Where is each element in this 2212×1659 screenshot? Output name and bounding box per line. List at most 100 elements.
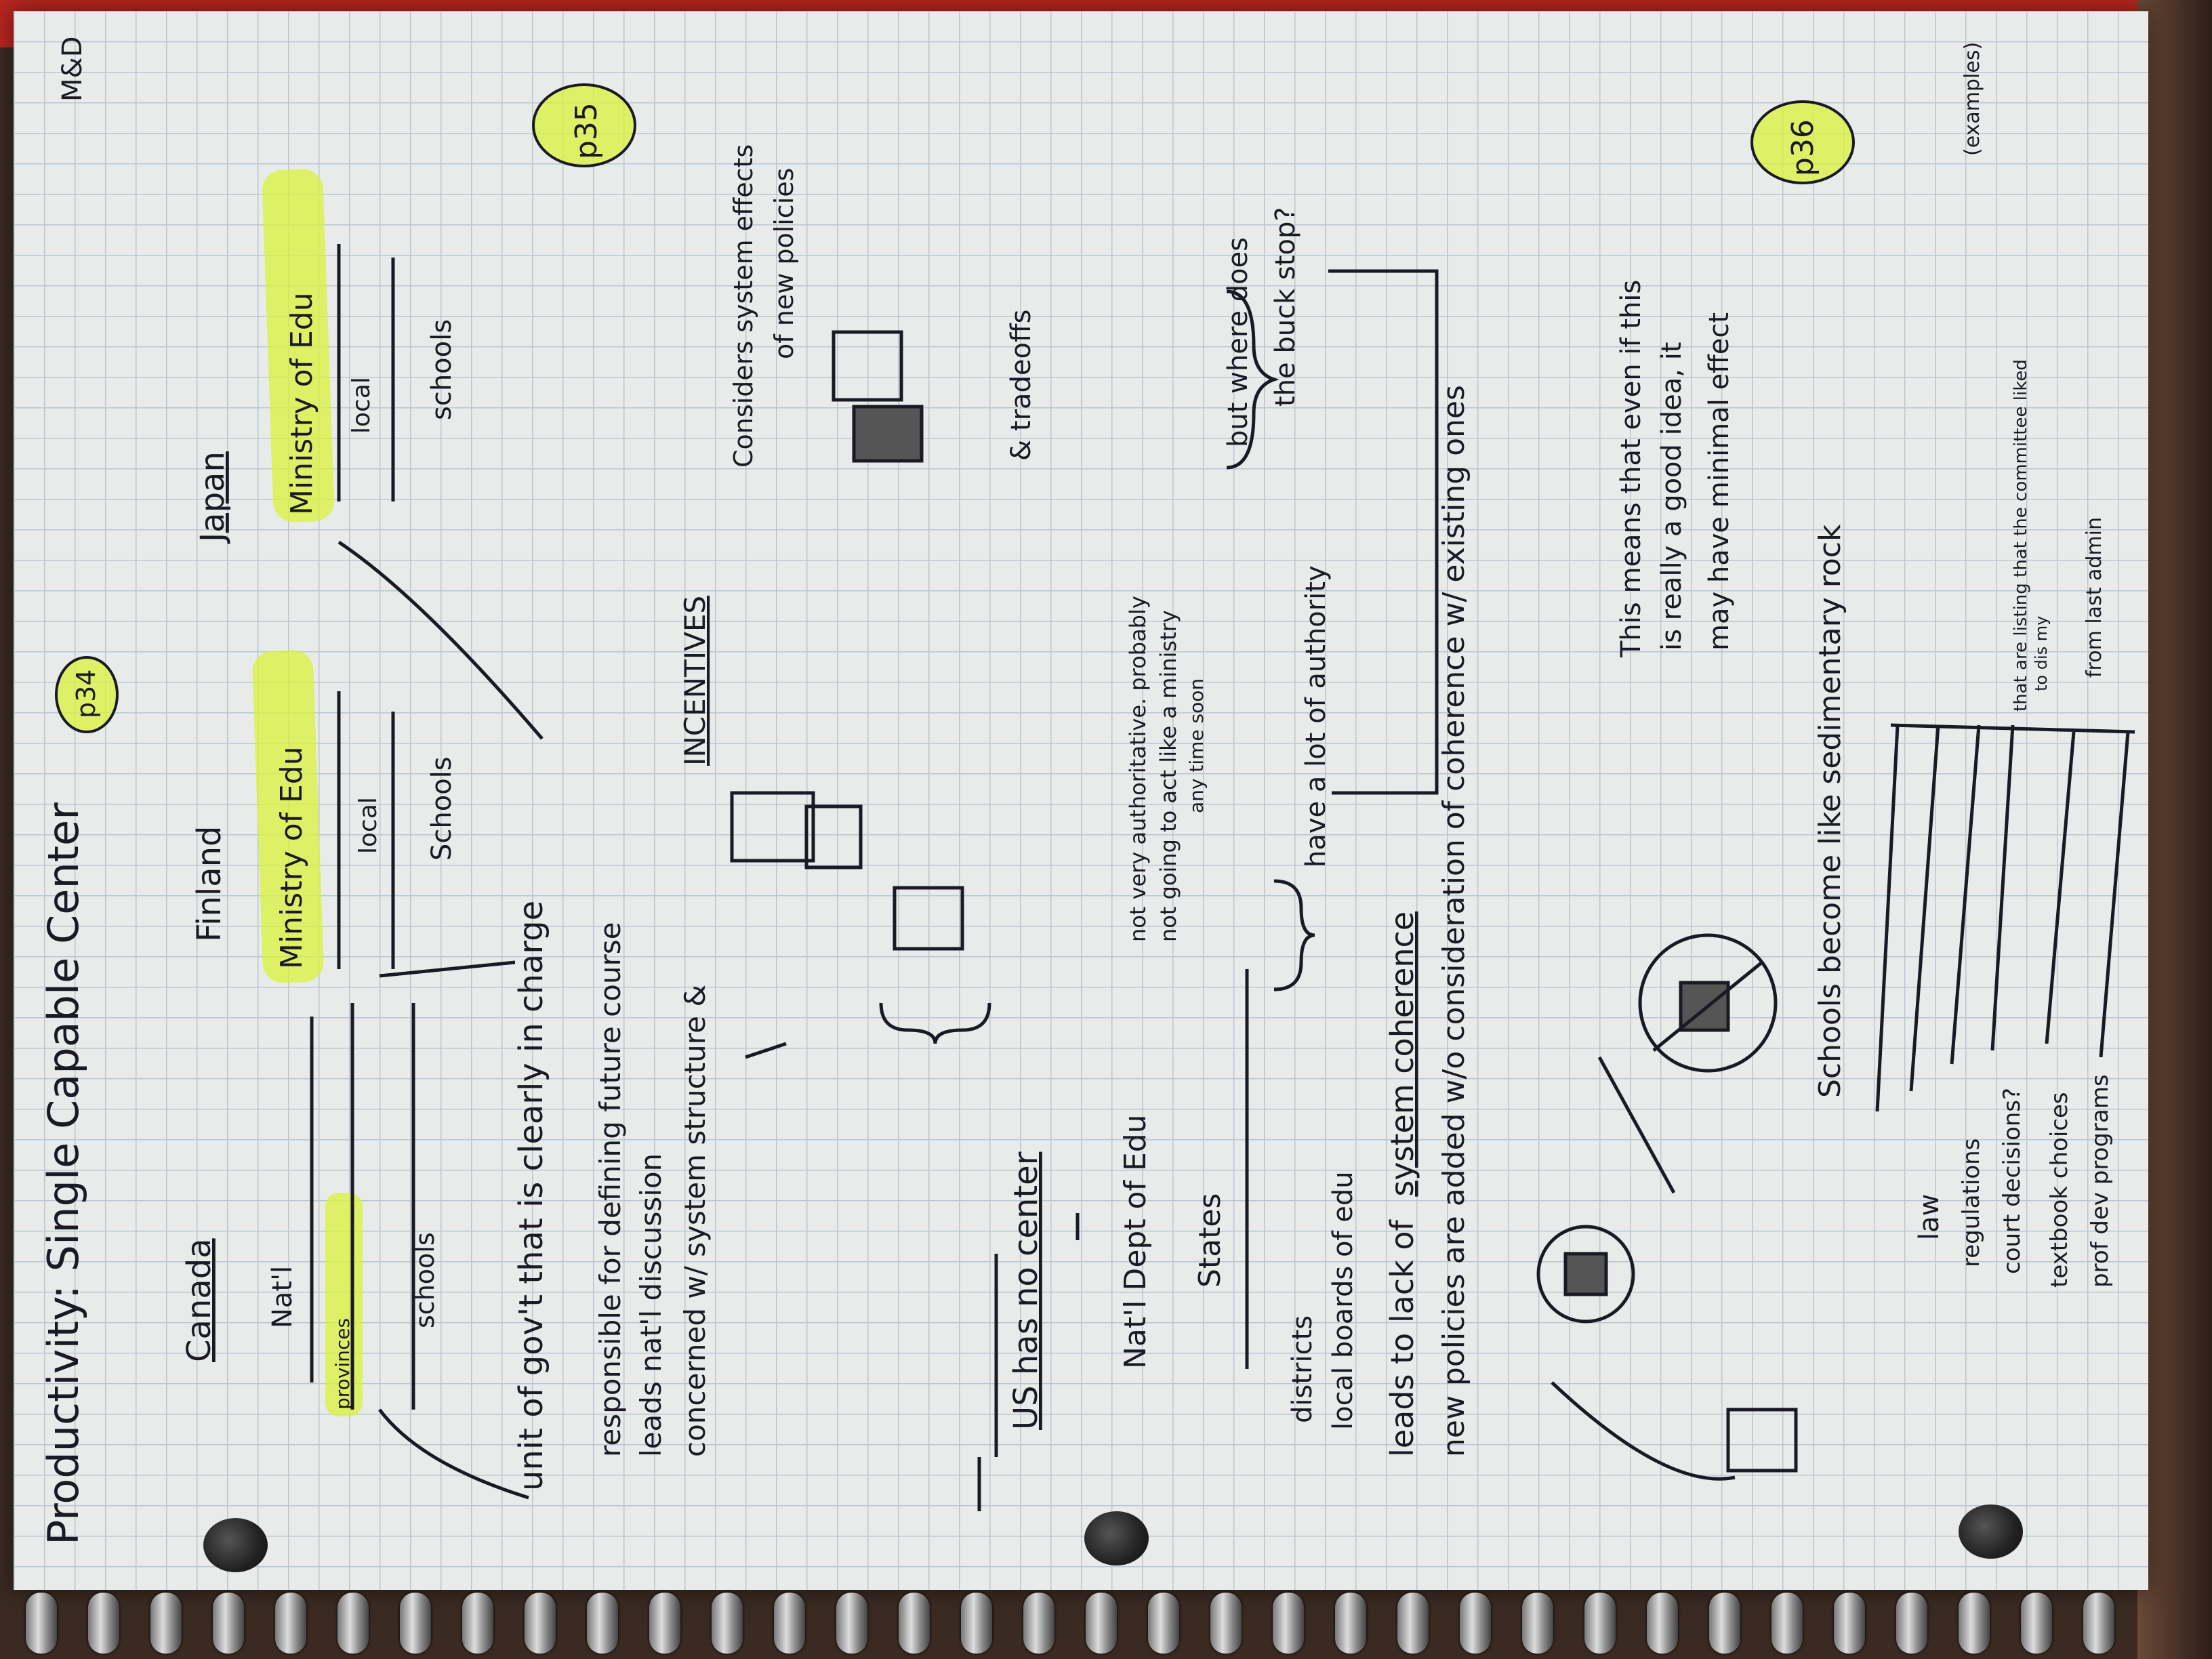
corner-tag: M&D <box>57 36 88 102</box>
coherence-line-2: new policies are added w/o consideration… <box>1437 385 1471 1457</box>
layer-note-1: that are listing that the committee like… <box>2011 359 2031 712</box>
us-states: States <box>1193 1193 1227 1288</box>
spiral-coil <box>961 1593 992 1654</box>
bullet-1: responsible for defining future course <box>594 922 627 1457</box>
us-note-3: any time soon <box>1185 678 1208 813</box>
spiral-coil <box>150 1593 182 1654</box>
table-surface <box>2137 0 2212 1659</box>
highlight-p35 <box>533 85 635 166</box>
considers-line-1: Considers system effects <box>729 144 758 468</box>
spiral-coil <box>213 1593 244 1654</box>
coherence-diagram <box>1536 933 1798 1481</box>
sediment-layers <box>1875 723 2135 1112</box>
spiral-coil <box>1148 1593 1179 1654</box>
japan-ministry: Ministry of Edu <box>285 292 319 515</box>
spiral-coil <box>836 1593 867 1654</box>
us-districts: districts <box>1287 1315 1318 1423</box>
japan-local: local <box>348 377 375 434</box>
page-ref-p35: p35 <box>569 102 604 159</box>
spiral-coil <box>1273 1593 1304 1654</box>
layer-court-decisions: court decisions? <box>1999 1088 2026 1274</box>
spiral-coil <box>1460 1593 1491 1654</box>
page-ref-p34: p34 <box>71 670 101 718</box>
coherence-key: system coherence <box>1384 912 1420 1197</box>
highlight-p34 <box>56 657 117 732</box>
japan-schools: schools <box>426 319 457 420</box>
layer-textbook-choices: textbook choices <box>2046 1092 2073 1288</box>
bullet-2: leads nat'l discussion <box>634 1153 668 1457</box>
p36-circle <box>1750 100 1855 184</box>
us-lots-of-authority: have a lot of authority <box>1300 565 1332 867</box>
spiral-coil <box>1959 1593 1990 1654</box>
spiral-coil <box>649 1593 680 1654</box>
finland-schools: Schools <box>426 756 457 861</box>
spiral-coil <box>26 1593 57 1654</box>
spiral-coil <box>1086 1593 1117 1654</box>
spiral-coil <box>1210 1593 1242 1654</box>
spiral-coil <box>1771 1593 1803 1654</box>
spiral-binding <box>14 1593 2148 1659</box>
spiral-coil <box>712 1593 743 1654</box>
highlight-japan-ministry <box>262 169 335 523</box>
spiral-coil <box>88 1593 119 1654</box>
sediment-line: Schools become like sedimentary rock <box>1813 524 1847 1098</box>
us-note-1: not very authoritative. probably <box>1125 596 1151 942</box>
spiral-coil <box>1709 1593 1740 1654</box>
spiral-coil <box>899 1593 930 1654</box>
spiral-coil <box>1647 1593 1678 1654</box>
us-brace <box>879 1002 991 1044</box>
buck-line-2: the buck stop? <box>1270 207 1301 407</box>
finland-ministry: Ministry of Edu <box>274 746 309 969</box>
us-natl-dept: Nat'l Dept of Edu <box>1118 1114 1153 1369</box>
p34-circle <box>55 656 119 733</box>
unit-line: unit of gov't that is clearly in charge <box>512 901 550 1491</box>
layer-note-2: to dis my <box>2032 616 2051 691</box>
page-ref-p36: p36 <box>1786 119 1820 176</box>
canada-heading: Canada <box>180 1238 218 1362</box>
buck-brace <box>1226 289 1279 470</box>
spiral-coil <box>1584 1593 1616 1654</box>
spiral-coil <box>2083 1593 2114 1654</box>
spiral-coil <box>1397 1593 1429 1654</box>
meaning-line-2: is really a good idea, it <box>1656 342 1687 651</box>
spiral-coil <box>337 1593 369 1654</box>
spiral-coil <box>2021 1593 2052 1654</box>
canada-schools: schools <box>410 1232 440 1328</box>
finland-hierarchy-lines <box>337 691 516 978</box>
incentive-diagram <box>730 330 964 1059</box>
finland-local: local <box>354 797 382 854</box>
authority-brace <box>1273 879 1315 991</box>
highlight-finland-ministry <box>252 650 324 983</box>
spiral-coil <box>275 1593 306 1654</box>
considers-line-2: of new policies <box>769 168 799 359</box>
page-title: Productivity: Single Capable Center <box>39 802 88 1545</box>
binder-hole <box>203 1518 268 1572</box>
spiral-coil <box>462 1593 493 1654</box>
us-hierarchy-lines <box>977 969 1249 1511</box>
spiral-coil <box>774 1593 805 1654</box>
finland-heading: Finland <box>190 825 228 942</box>
graph-paper-page <box>14 11 2148 1590</box>
examples-note: (examples) <box>1961 42 1984 156</box>
bullet-3: concerned w/ system structure & <box>678 985 712 1457</box>
coherence-line-1: leads to lack of system coherence <box>1384 912 1420 1457</box>
buck-line-1: but where does <box>1223 237 1254 447</box>
us-note-2: not going to act like a ministry <box>1155 610 1181 942</box>
layer-regulations: regulations <box>1958 1139 1985 1267</box>
binder-hole <box>1084 1511 1149 1565</box>
coherence-prefix: leads to lack of <box>1384 1218 1420 1457</box>
us-local-boards: local boards of edu <box>1328 1171 1359 1430</box>
canada-hierarchy-lines <box>310 1003 529 1500</box>
incentives: INCENTIVES <box>678 596 712 766</box>
spiral-coil <box>1023 1593 1054 1654</box>
layer-law: law <box>1914 1194 1945 1240</box>
p35-circle <box>532 83 636 167</box>
layer-note-3: from last admin <box>2083 517 2106 678</box>
coherence-connector <box>1328 269 1439 795</box>
spiral-coil <box>587 1593 618 1654</box>
spiral-coil <box>1834 1593 1865 1654</box>
canada-provinces: provinces <box>331 1318 354 1410</box>
highlight-p36 <box>1752 102 1853 183</box>
spiral-coil <box>1896 1593 1927 1654</box>
